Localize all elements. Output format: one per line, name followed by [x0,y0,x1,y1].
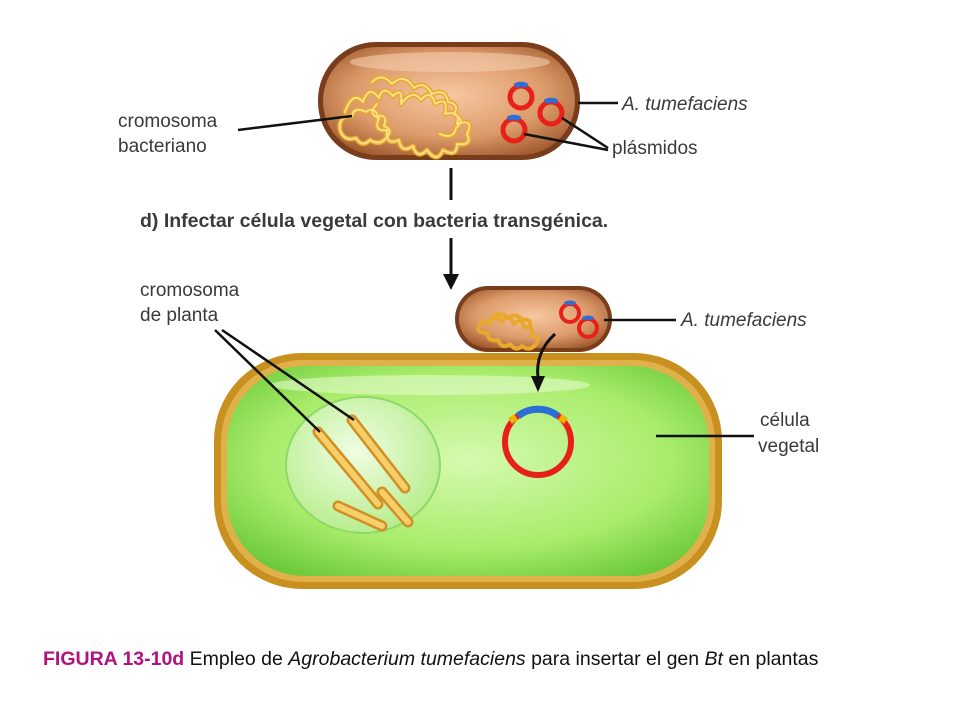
pointer-plasmids-a [561,116,609,150]
plasmid-1 [507,81,535,111]
plant-chromosome-2 [346,414,411,494]
label-bacterial-chromosome-line1: cromosoma [118,111,218,132]
attached-bacterium-chromosome [476,312,541,351]
attached-plasmid-1 [559,300,581,324]
label-bacterial-chromosome-line2: bacteriano [118,136,207,157]
caption-organism: Agrobacterium tumefaciens [288,648,526,670]
step-label: d) Infectar célula vegetal con bacteria … [140,210,608,232]
transferred-plasmid [502,405,574,478]
pointer-plant-chromosome-a [214,329,321,433]
label-plasmids: plásmidos [612,138,698,159]
plant-chromosome-3 [332,500,388,532]
caption-gene: Bt [704,648,723,670]
label-plant-cell-line1: célula [760,410,810,431]
pointer-plant-chromosome-b [221,328,355,422]
plant-chromosome-4 [376,486,414,528]
figure-caption: FIGURA 13-10d Empleo de Agrobacterium tu… [43,646,923,672]
label-plant-chromosome-line2: de planta [140,305,219,326]
down-arrow [443,168,459,290]
nucleus [285,396,441,534]
plant-chromosome-1 [312,426,384,510]
pointer-bacterial-chromosome [237,114,353,132]
attached-plasmid-2 [577,315,599,339]
label-species-lower: A. tumefaciens [680,310,807,331]
transfer-arrow [531,332,557,392]
label-plant-cell-line2: vegetal [758,436,819,457]
caption-text-3: en plantas [722,648,819,670]
plasmid-3 [500,114,528,144]
pointer-plasmids-b [523,132,609,152]
plasmid-2 [537,97,565,127]
label-plant-chromosome-line1: cromosoma [140,280,240,301]
label-species-top: A. tumefaciens [621,94,748,115]
caption-text-2: para insertar el gen [525,648,705,670]
figure-number: FIGURA 13-10d [43,648,185,670]
caption-text-1: Empleo de [184,648,289,670]
